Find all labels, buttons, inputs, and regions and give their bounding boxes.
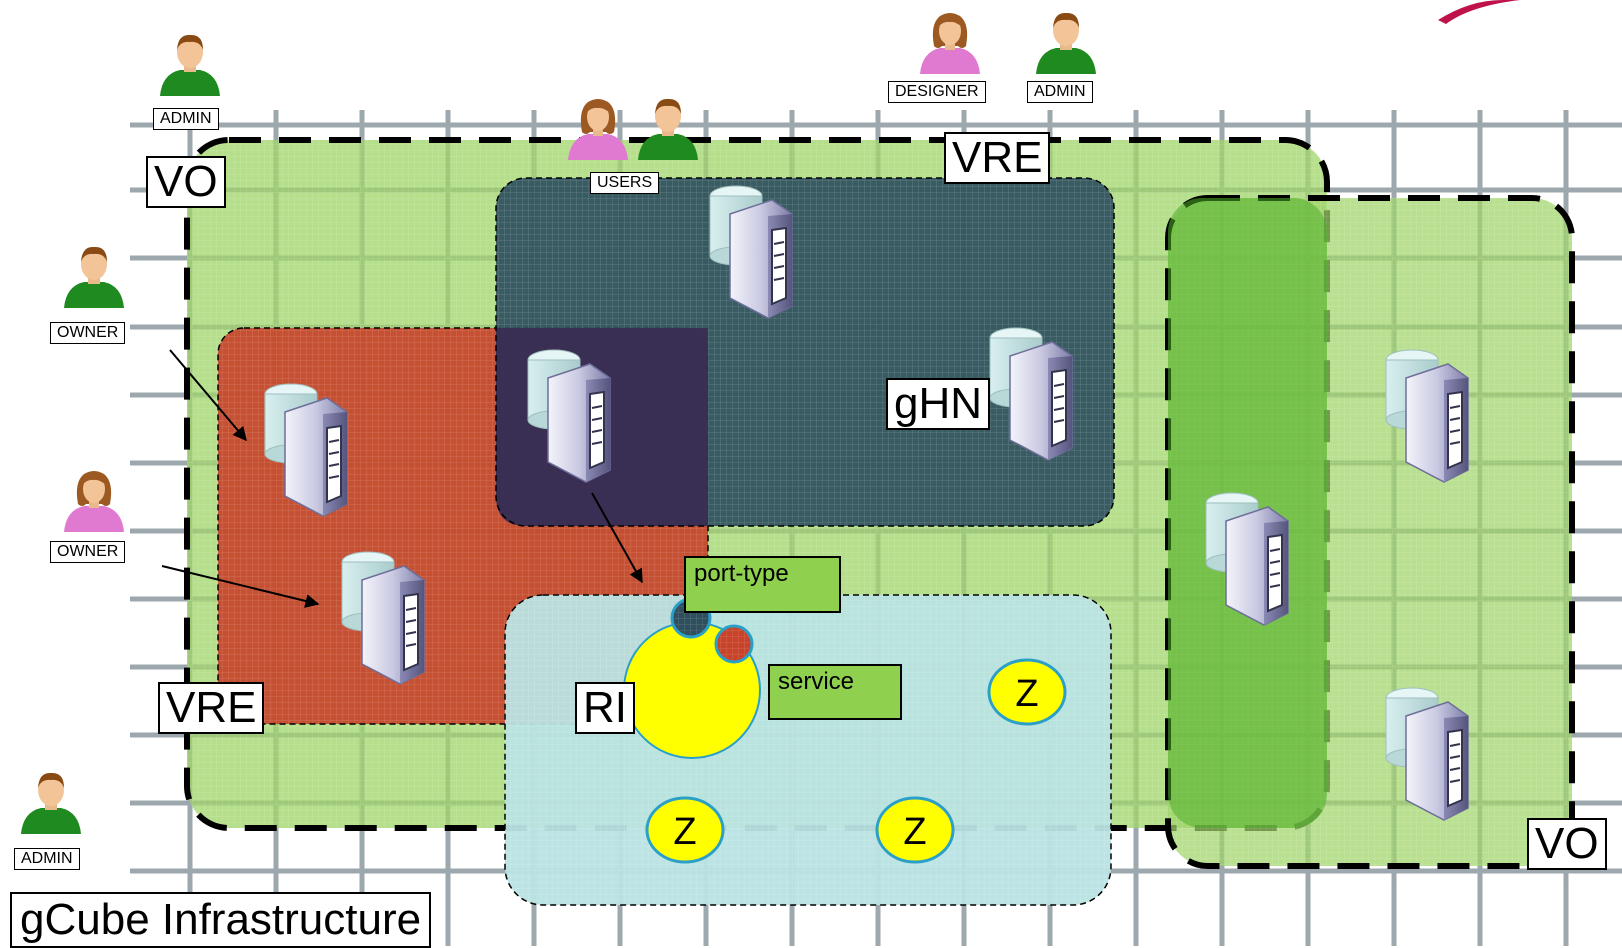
owner-role-tag: OWNER xyxy=(50,322,126,344)
z-circle: Z xyxy=(645,796,725,864)
owner-arrow xyxy=(161,565,320,608)
z-circle: Z xyxy=(875,796,955,864)
designer-role-tag: DESIGNER xyxy=(888,81,986,103)
ghn-label: gHN xyxy=(886,378,991,430)
svg-text:Z: Z xyxy=(1015,673,1038,715)
owner-user-icon xyxy=(64,471,124,532)
admin-user-icon xyxy=(1036,12,1096,74)
vre-top-label: VRE xyxy=(944,132,1051,184)
admin-user-icon xyxy=(160,34,220,96)
admin-role-tag: ADMIN xyxy=(153,108,219,130)
svg-text:Z: Z xyxy=(673,811,696,853)
vo-right-label: VO xyxy=(1527,818,1607,870)
svg-text:Z: Z xyxy=(903,811,926,853)
admin-role-tag: ADMIN xyxy=(14,848,80,870)
vo-left-label: VO xyxy=(146,156,226,208)
port-type-box: port-type xyxy=(684,556,841,613)
owner-role-tag: OWNER xyxy=(50,541,126,563)
user-icon xyxy=(638,98,698,160)
decorative-swoosh xyxy=(1438,0,1520,24)
admin-role-tag: ADMIN xyxy=(1027,81,1093,103)
owner-user-icon xyxy=(64,246,124,308)
users-role-tag: USERS xyxy=(590,172,660,194)
server-to-service-arrow xyxy=(591,492,643,584)
owner-arrow xyxy=(169,349,247,442)
designer-user-icon xyxy=(920,13,980,74)
infrastructure-label: gCube Infrastructure xyxy=(10,892,432,948)
vre-left-label: VRE xyxy=(158,682,265,734)
service-box: service xyxy=(768,664,902,720)
admin-user-icon xyxy=(21,772,81,834)
ri-region xyxy=(504,594,1112,906)
z-circle: Z xyxy=(987,658,1067,726)
ri-label: RI xyxy=(575,682,635,734)
arrows xyxy=(161,349,643,608)
